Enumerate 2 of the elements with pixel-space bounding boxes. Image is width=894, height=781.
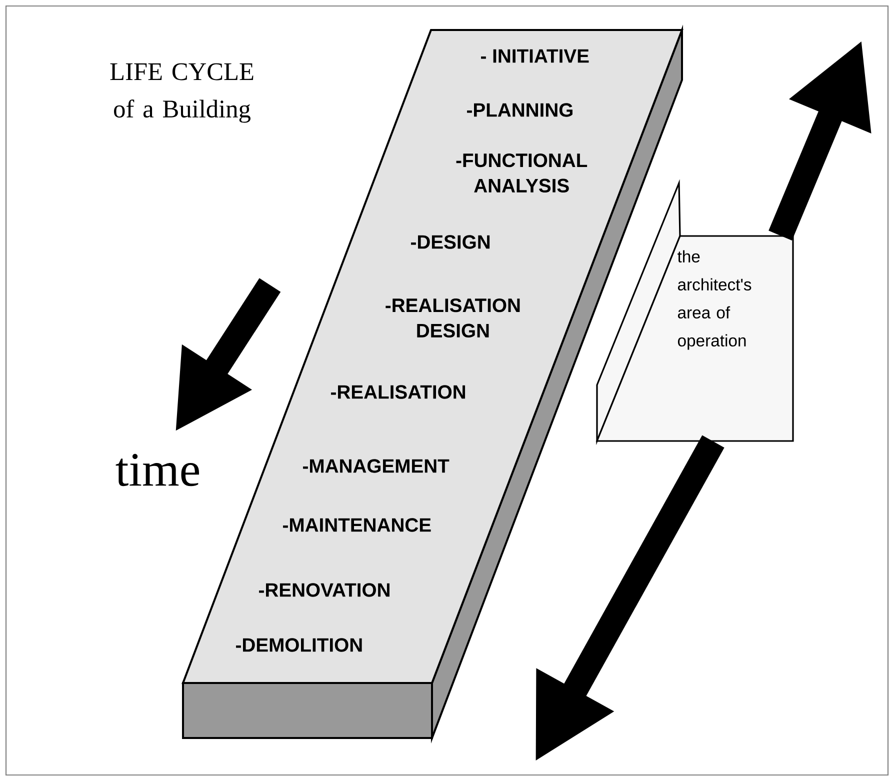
title: LIFE CYCLE of a Building: [110, 63, 254, 123]
time-label: time: [116, 454, 200, 486]
